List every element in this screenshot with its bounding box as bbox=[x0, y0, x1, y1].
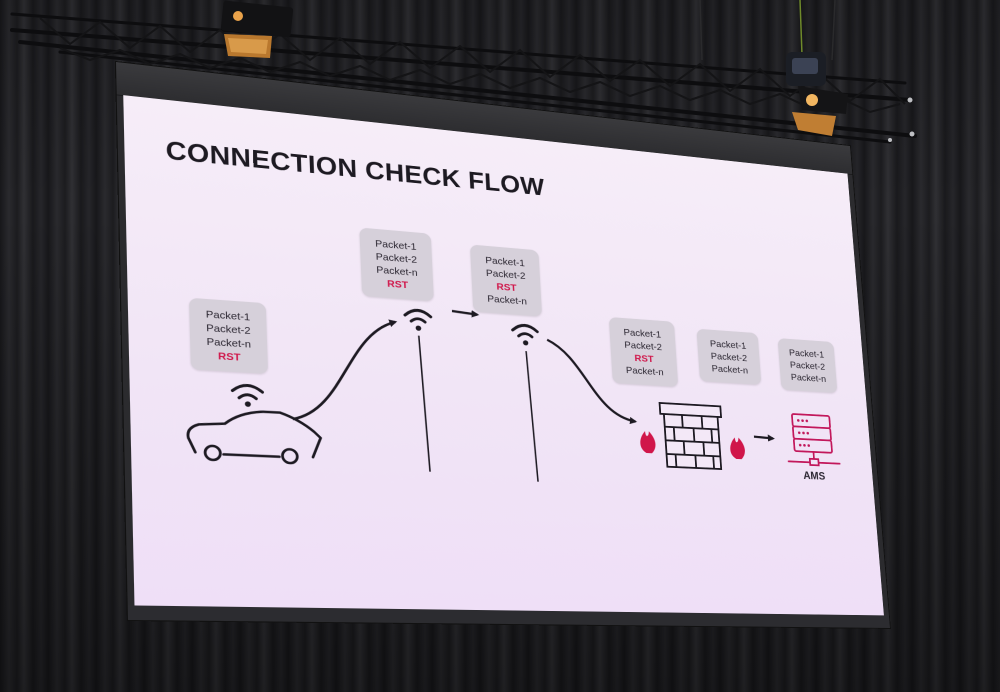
flow-arrow-firewall-to-ams bbox=[754, 437, 773, 439]
tower-2-wifi-dot bbox=[522, 340, 529, 346]
fire-icon-right bbox=[729, 437, 746, 460]
server-status-dots bbox=[796, 419, 811, 447]
server-icon bbox=[785, 414, 840, 467]
led-screen: CONNECTION CHECK FLOW bbox=[116, 62, 890, 628]
car-wifi-dot bbox=[244, 401, 251, 408]
flow-arrow-car-to-tower-1 bbox=[289, 314, 400, 424]
flow-arrow-tower-1-to-tower-2 bbox=[452, 311, 477, 315]
tower-1-pole bbox=[419, 336, 430, 472]
firewall-icon bbox=[660, 403, 725, 469]
tower-1-wifi-dot bbox=[415, 325, 422, 331]
tower-1-wifi-icon bbox=[405, 309, 431, 322]
car-wifi-icon bbox=[232, 385, 262, 399]
flow-diagram bbox=[123, 95, 884, 615]
presentation-slide: CONNECTION CHECK FLOW bbox=[123, 95, 884, 615]
ams-label: AMS bbox=[803, 470, 826, 483]
tower-2-pole bbox=[526, 351, 538, 482]
packet-item: Packet-n bbox=[790, 371, 827, 385]
tower-2-wifi-icon bbox=[512, 325, 537, 338]
fire-icon-left bbox=[639, 430, 657, 454]
car-icon bbox=[187, 408, 321, 464]
